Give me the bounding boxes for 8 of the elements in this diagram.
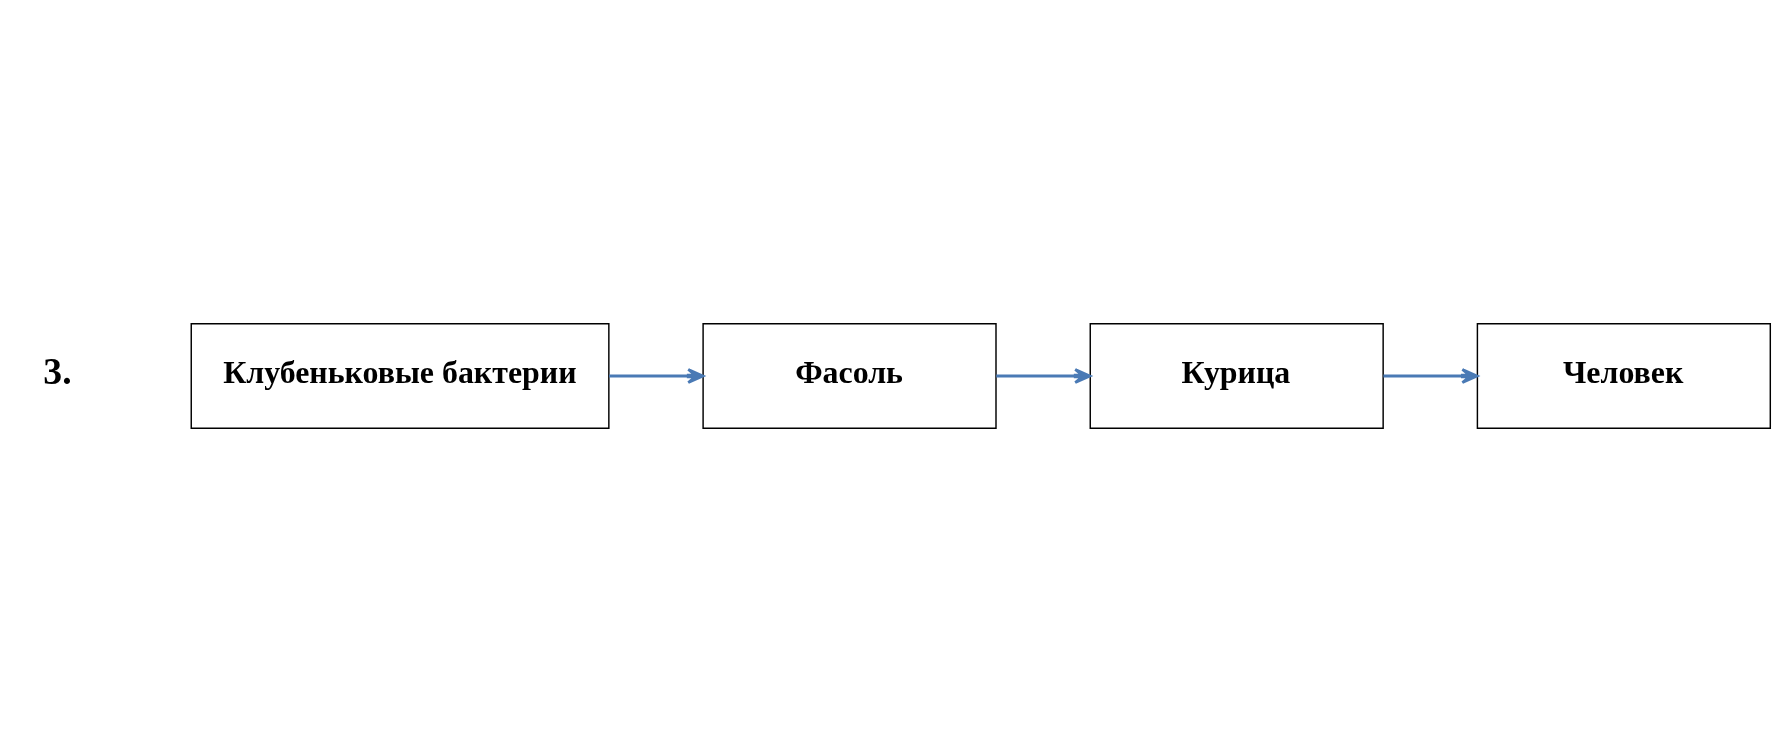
arrow [609, 367, 705, 384]
node-box: Фасоль [702, 322, 997, 429]
arrow [996, 367, 1092, 384]
node-box: Клубеньковые бактерии [190, 322, 610, 429]
node-box: Человек [1476, 322, 1772, 429]
node-box: Курица [1089, 322, 1384, 429]
label: 3. [43, 349, 72, 392]
arrow [1383, 367, 1479, 384]
